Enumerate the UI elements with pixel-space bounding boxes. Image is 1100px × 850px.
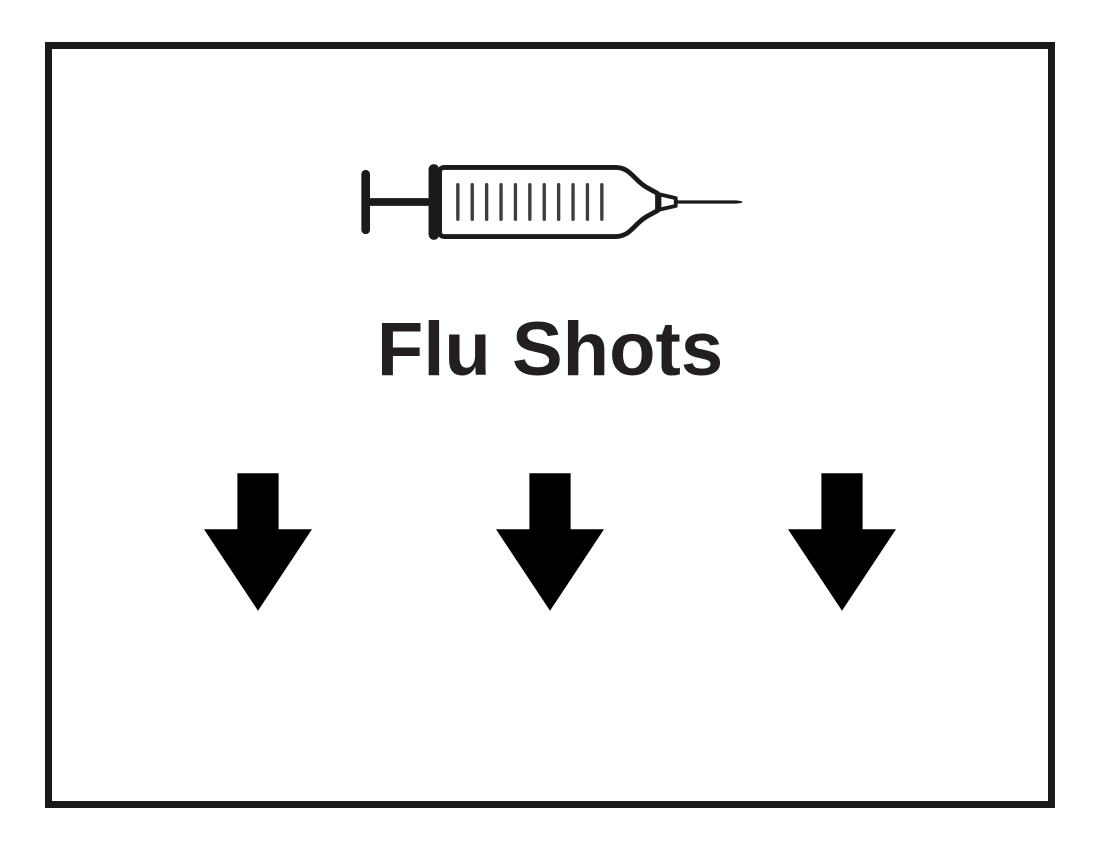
- sign-title: Flu Shots: [376, 307, 724, 392]
- sign-frame: Flu Shots: [45, 42, 1055, 808]
- down-arrow-icon: [496, 472, 604, 612]
- down-arrow-icon: [204, 472, 312, 612]
- arrows-row: [52, 472, 1048, 612]
- syringe-icon: [340, 154, 760, 250]
- down-arrow-icon: [788, 472, 896, 612]
